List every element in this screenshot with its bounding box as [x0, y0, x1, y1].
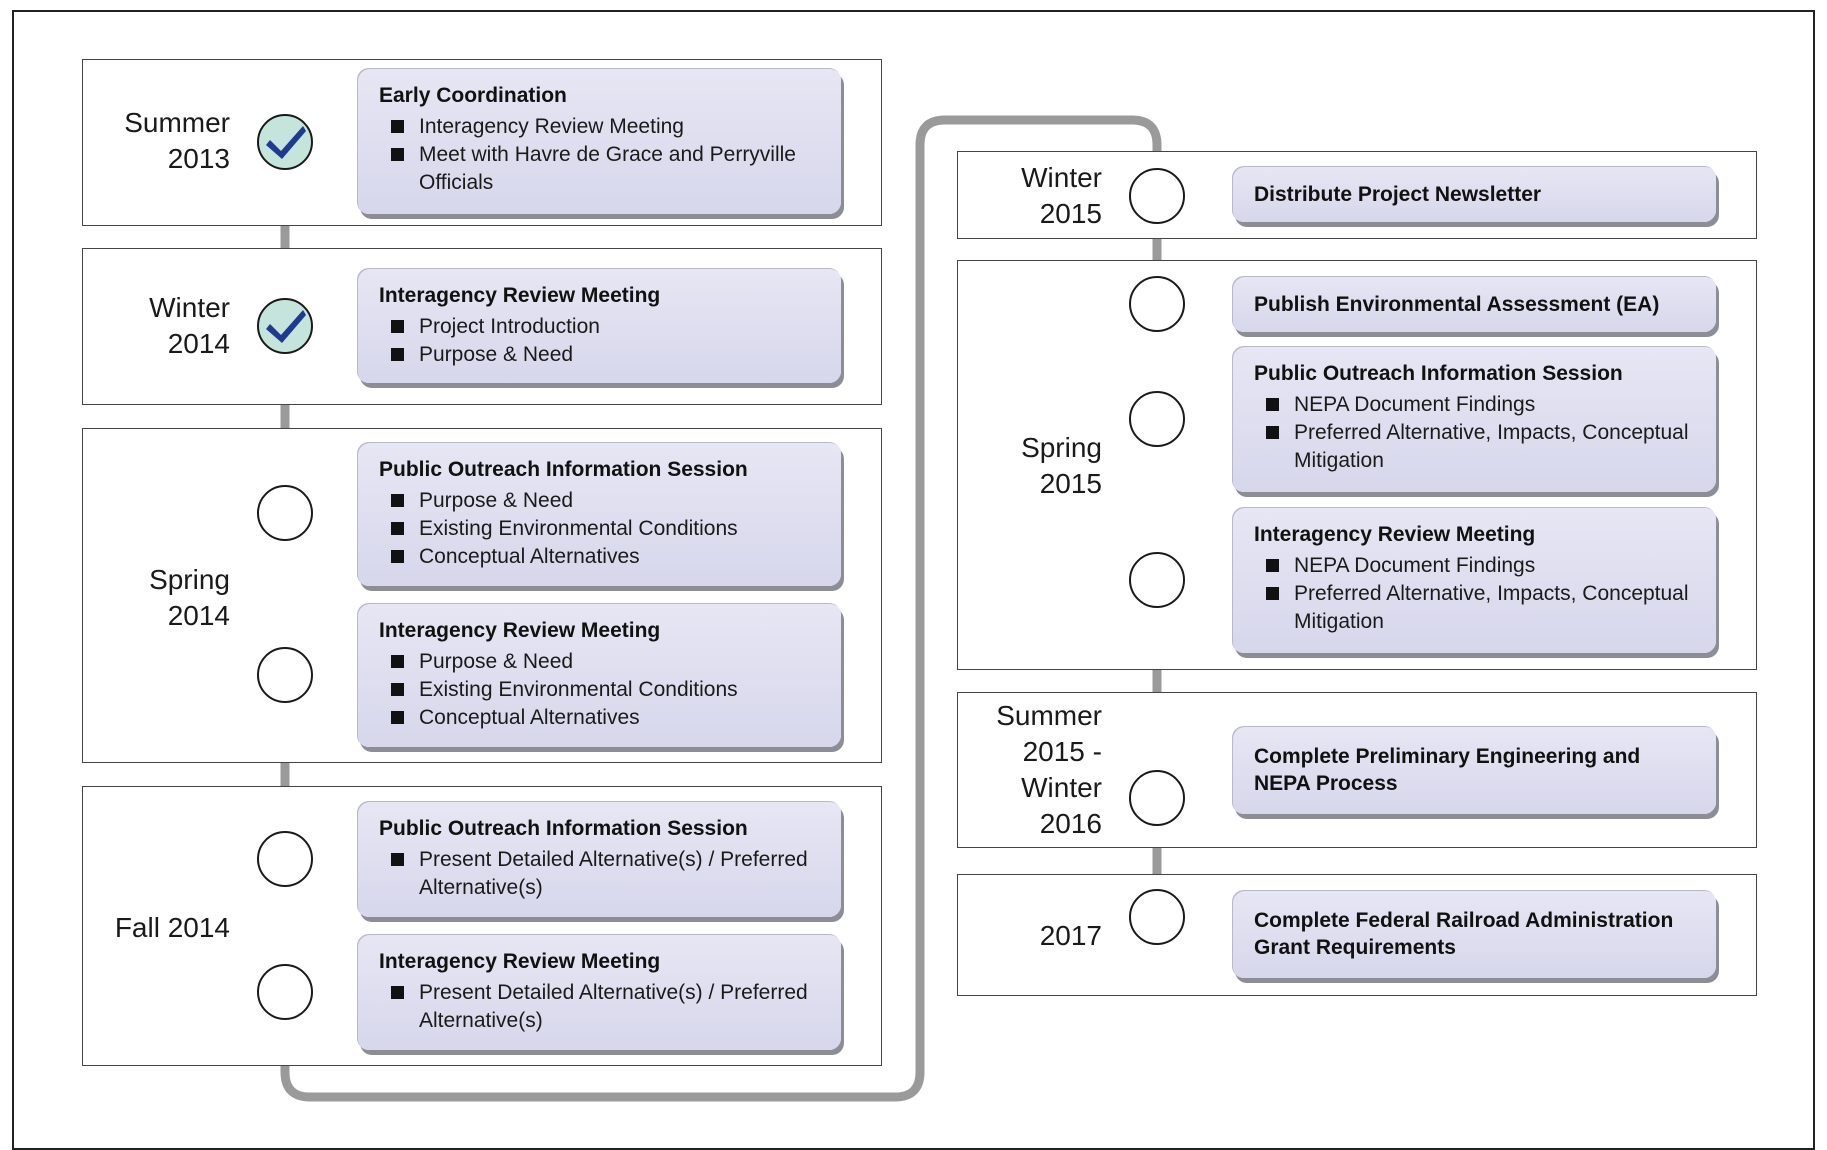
milestone-node-pending: [1129, 552, 1185, 608]
milestone-item-list: Present Detailed Alternative(s) / Prefer…: [379, 979, 819, 1035]
period-label: Spring 2014: [149, 564, 230, 631]
milestone-item: Existing Environmental Conditions: [379, 515, 819, 543]
period-label: Spring 2015: [1021, 432, 1102, 499]
milestone-title: Interagency Review Meeting: [379, 950, 661, 973]
milestone-title: Public Outreach Information Session: [1254, 362, 1623, 385]
milestone-title: Early Coordination: [379, 84, 567, 107]
milestone-title: Distribute Project Newsletter: [1254, 182, 1542, 206]
milestone-title: Interagency Review Meeting: [379, 619, 661, 642]
milestone-node-pending: [1129, 168, 1185, 224]
milestone-item: Interagency Review Meeting: [379, 113, 819, 141]
period-label: Winter 2015: [1021, 162, 1102, 229]
milestone-item: Meet with Havre de Grace and Perryville …: [379, 141, 819, 197]
milestone-node-pending: [1129, 889, 1185, 945]
milestone-item: NEPA Document Findings: [1254, 391, 1694, 419]
milestone-node-pending: [1129, 770, 1185, 826]
milestone-title: Complete Preliminary Engineering and NEP…: [1254, 745, 1641, 795]
check-icon: [266, 126, 306, 159]
milestone-item: Present Detailed Alternative(s) / Prefer…: [379, 979, 819, 1035]
period-label: Fall 2014: [114, 912, 230, 943]
milestone-title: Public Outreach Information Session: [379, 817, 748, 840]
milestone-item: Project Introduction: [379, 313, 819, 341]
milestone-item: Conceptual Alternatives: [379, 543, 819, 571]
milestone-title: Interagency Review Meeting: [379, 284, 661, 307]
milestone-card: Publish Environmental Assessment (EA): [1232, 276, 1716, 332]
milestone-item: NEPA Document Findings: [1254, 552, 1694, 580]
milestone-title: Publish Environmental Assessment (EA): [1254, 292, 1660, 316]
period-label: Summer 2015 - Winter 2016: [996, 700, 1102, 839]
milestone-card: Complete Preliminary Engineering and NEP…: [1232, 726, 1716, 814]
milestone-item: Preferred Alternative, Impacts, Conceptu…: [1254, 580, 1694, 636]
milestone-node-pending: [257, 964, 313, 1020]
period-label: Winter 2014: [149, 292, 230, 359]
milestone-title: Interagency Review Meeting: [1254, 523, 1536, 546]
milestone-node-completed: [257, 114, 313, 170]
milestone-item: Purpose & Need: [379, 341, 819, 369]
milestone-node-pending: [1129, 276, 1185, 332]
milestone-item: Conceptual Alternatives: [379, 704, 819, 732]
milestone-title: Complete Federal Railroad Administration…: [1254, 909, 1674, 959]
period-label: 2017: [1039, 920, 1102, 951]
milestone-node-pending: [1129, 391, 1185, 447]
milestone-node-pending: [257, 485, 313, 541]
milestone-item-list: Present Detailed Alternative(s) / Prefer…: [379, 846, 819, 902]
milestone-node-pending: [257, 831, 313, 887]
milestone-card: Complete Federal Railroad Administration…: [1232, 890, 1716, 978]
milestone-item: Purpose & Need: [379, 648, 819, 676]
milestone-item: Purpose & Need: [379, 487, 819, 515]
milestone-item: Preferred Alternative, Impacts, Conceptu…: [1254, 419, 1694, 475]
milestone-item: Existing Environmental Conditions: [379, 676, 819, 704]
milestone-node-pending: [257, 647, 313, 703]
period-label: Summer 2013: [124, 107, 230, 174]
milestone-title: Public Outreach Information Session: [379, 458, 748, 481]
milestone-item: Present Detailed Alternative(s) / Prefer…: [379, 846, 819, 902]
milestone-card: Distribute Project Newsletter: [1232, 166, 1716, 222]
milestone-node-completed: [257, 298, 313, 354]
check-icon: [266, 310, 306, 343]
